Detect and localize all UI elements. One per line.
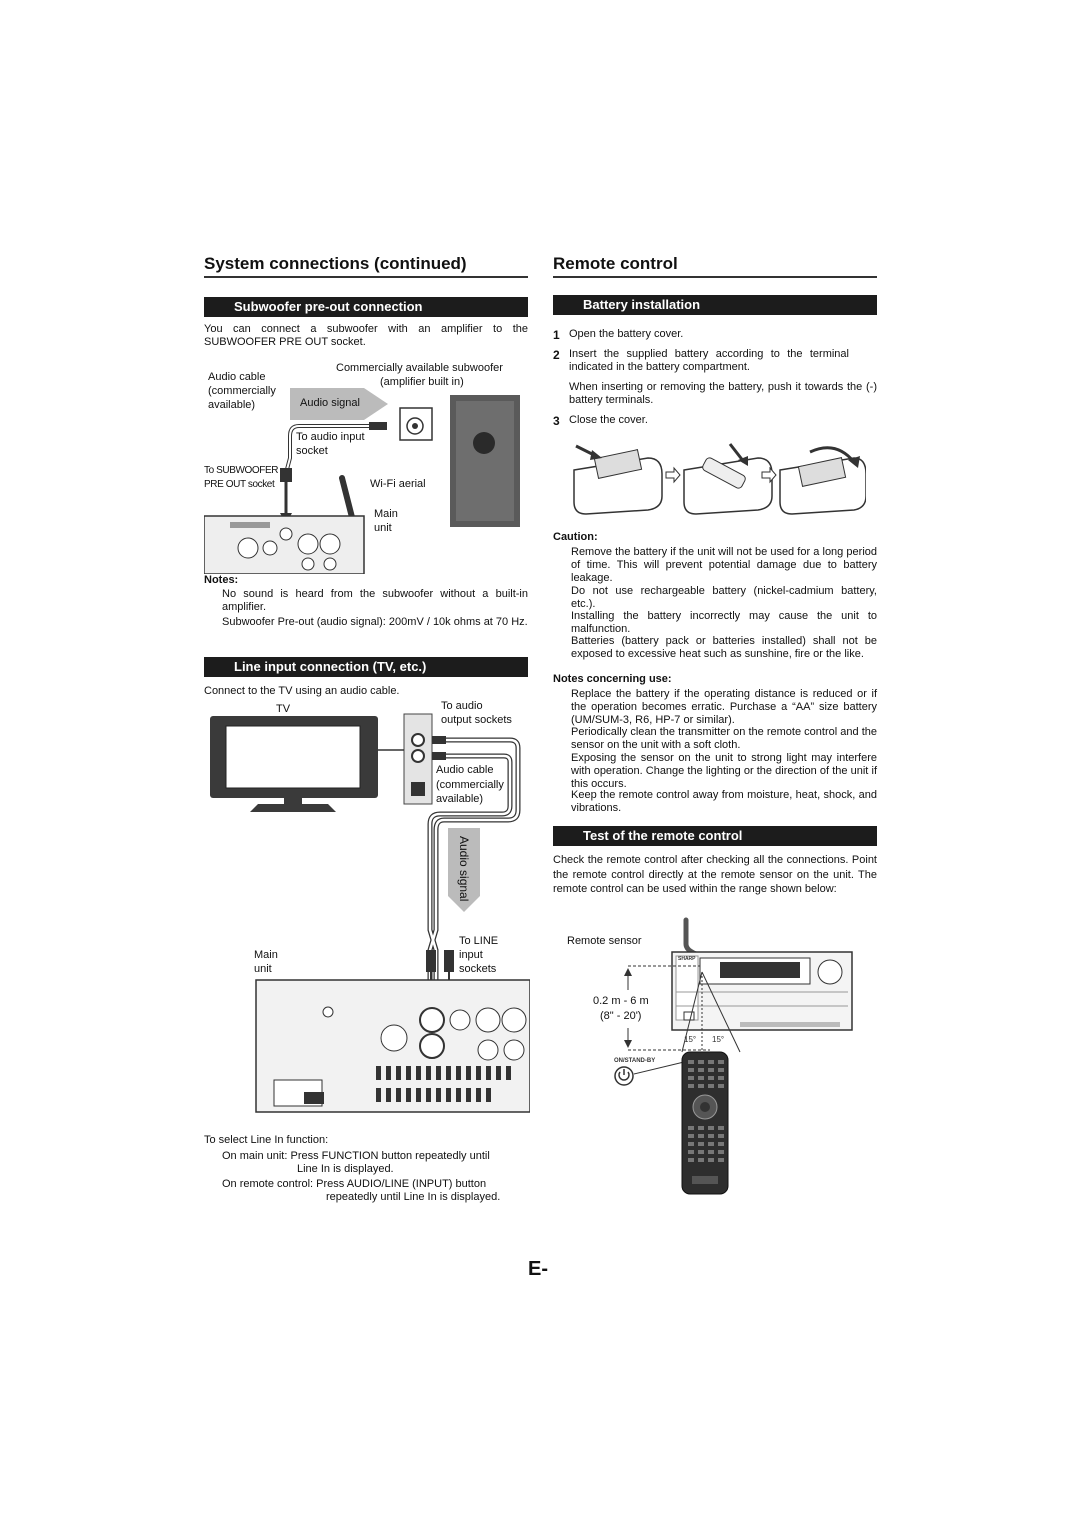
step-3-text: Close the cover. (569, 414, 648, 426)
step-2-number: 2 (553, 348, 560, 362)
to-line-input-label-2: input (459, 949, 483, 961)
line-audio-cable-label-2: (commercially (436, 779, 504, 791)
right-section-title: Remote control (553, 254, 678, 273)
range-label: 0.2 m - 6 m (593, 995, 649, 1007)
tv-label: TV (276, 703, 291, 715)
test-intro: Check the remote control after checking … (553, 854, 877, 895)
subwoofer-preout-label: To SUBWOOFER (204, 465, 279, 476)
to-line-input-label: To LINE (459, 935, 499, 947)
caution-1: Remove the battery if the unit will not … (571, 546, 877, 584)
notes-use-title: Notes concerning use: (553, 673, 672, 685)
caution-title: Caution: (553, 531, 598, 543)
select-line-in-title: To select Line In function: (204, 1134, 329, 1146)
audio-signal-vertical-label: Audio signal (457, 836, 471, 901)
angle-label-right: 15° (712, 1035, 724, 1044)
page-number: E- (528, 1258, 548, 1280)
main-unit-instruction-2: Line In is displayed. (297, 1163, 394, 1175)
to-audio-input-label: To audio input (296, 431, 365, 443)
main-unit-label-2: unit (374, 522, 392, 534)
remote-sensor-label: Remote sensor (567, 935, 642, 947)
audio-signal-arrow-vertical (448, 828, 480, 912)
left-title-rule (204, 276, 528, 278)
caution-4: Batteries (battery pack or batteries ins… (571, 635, 877, 660)
line-input-diagram: Audio signal (210, 713, 530, 1113)
line-audio-cable-label-3: available) (436, 793, 484, 805)
subwoofer-heading: Subwoofer pre-out connection (204, 297, 528, 317)
step-2-text: Insert the supplied battery according to… (569, 348, 849, 373)
right-title-rule (553, 276, 877, 278)
range-label-2: (8" - 20') (600, 1010, 642, 1022)
rca-plug (280, 468, 292, 482)
standby-label: ON/STAND-BY (614, 1058, 655, 1064)
step-2-note: When inserting or removing the battery, … (569, 381, 877, 406)
line-main-unit-label: Main (254, 949, 278, 961)
audio-cable-label-3: available) (208, 399, 256, 411)
notes-use-4: Keep the remote control away from moistu… (571, 789, 877, 814)
unit-display (720, 962, 800, 978)
remote-close-cover (779, 446, 866, 515)
wifi-aerial-label: Wi-Fi aerial (370, 478, 426, 490)
to-line-input-label-3: sockets (459, 963, 497, 975)
subwoofer-notes-title: Notes: (204, 574, 239, 586)
remote-instruction: On remote control: Press AUDIO/LINE (INP… (222, 1178, 487, 1190)
subwoofer-label: Commercially available subwoofer (336, 362, 503, 374)
subwoofer-note-2: Subwoofer Pre-out (audio signal): 200mV … (222, 616, 528, 628)
notes-use-3: Exposing the sensor on the unit to stron… (571, 752, 877, 790)
subwoofer-cone (473, 432, 495, 454)
line-input-intro: Connect to the TV using an audio cable. (204, 685, 400, 697)
battery-heading: Battery installation (553, 295, 877, 315)
caution-2: Do not use rechargeable battery (nickel-… (571, 585, 877, 610)
to-audio-output-label: To audio (441, 700, 483, 712)
remote-instruction-2: repeatedly until Line In is displayed. (326, 1191, 501, 1203)
test-heading: Test of the remote control (553, 826, 877, 846)
left-section-title: System connections (continued) (204, 254, 467, 273)
line-input-heading: Line input connection (TV, etc.) (204, 657, 528, 677)
audio-cable-label: Audio cable (208, 371, 266, 383)
to-audio-output-label-2: output sockets (441, 714, 512, 726)
audio-signal-arrow (290, 388, 388, 420)
subwoofer-diagram (204, 388, 520, 574)
battery-illustrations (573, 443, 866, 515)
line-audio-cable-label: Audio cable (436, 764, 494, 776)
main-unit-label: Main (374, 508, 398, 520)
subwoofer-preout-label-2: PRE OUT socket (204, 479, 275, 490)
notes-use-2: Periodically clean the transmitter on th… (571, 726, 877, 751)
audio-signal-label: Audio signal (300, 397, 360, 409)
remote-insert-battery (683, 443, 773, 515)
step-1-text: Open the battery cover. (569, 328, 684, 340)
unit-brand: SHARP (678, 956, 696, 962)
remote-test-diagram: SHARP 15° 15° ON/STAND-BY (614, 917, 853, 1195)
audio-cable-label-2: (commercially (208, 385, 276, 397)
main-unit-instruction: On main unit: Press FUNCTION button repe… (222, 1150, 490, 1162)
remote-control (681, 1051, 729, 1195)
line-main-unit-label-2: unit (254, 963, 272, 975)
subwoofer-label-2: (amplifier built in) (380, 376, 464, 388)
remote-open-cover (573, 444, 663, 515)
standby-button (614, 1066, 634, 1086)
notes-use-1: Replace the battery if the operating dis… (571, 688, 877, 726)
to-audio-input-label-2: socket (296, 445, 328, 457)
step-1-number: 1 (553, 328, 560, 342)
step-3-number: 3 (553, 414, 560, 428)
subwoofer-note-1: No sound is heard from the subwoofer wit… (222, 588, 528, 613)
caution-3: Installing the battery incorrectly may c… (571, 610, 877, 635)
angle-label-left: 15° (684, 1035, 696, 1044)
subwoofer-intro: You can connect a subwoofer with an ampl… (204, 323, 528, 348)
